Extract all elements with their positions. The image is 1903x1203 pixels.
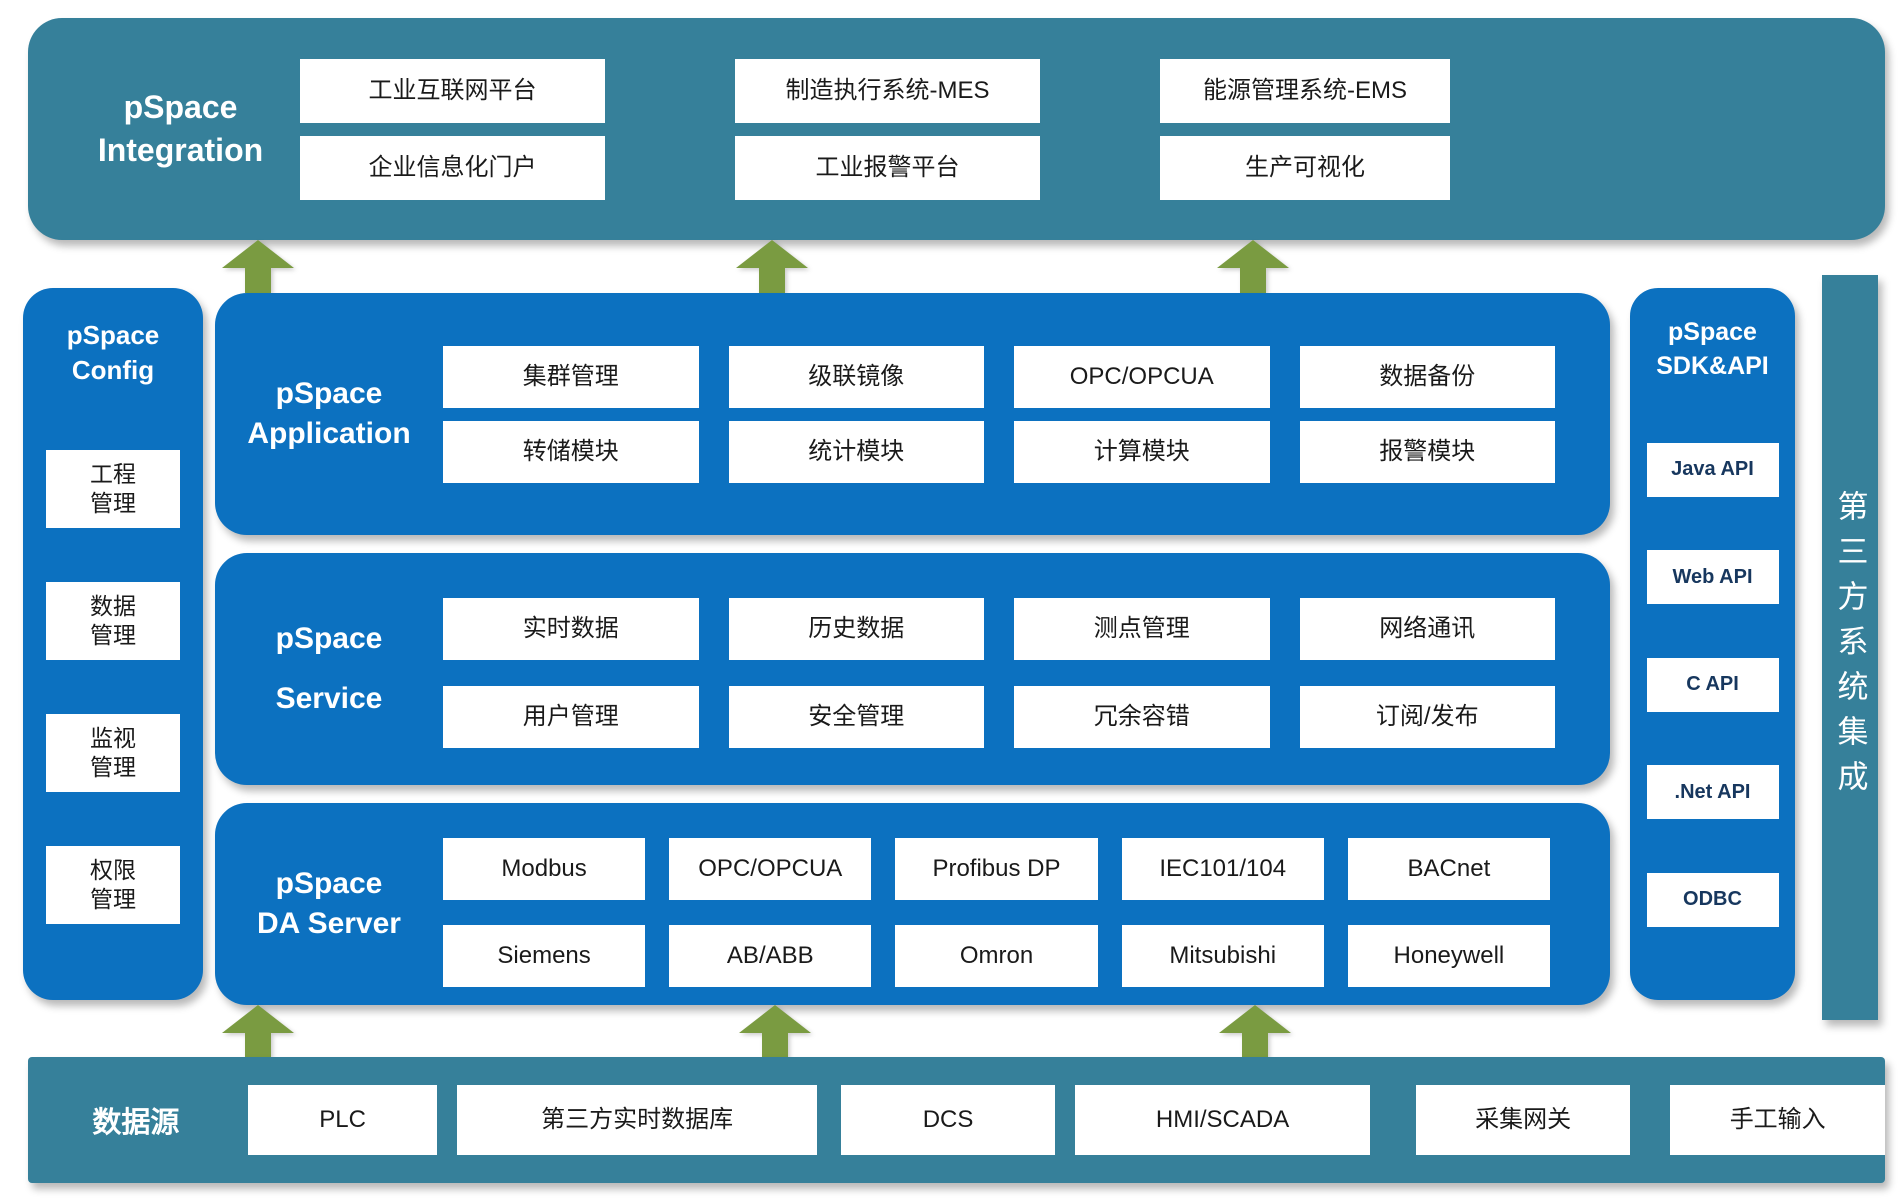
integration-box-alarm-platform: 工业报警平台 [735,135,1040,200]
config-title-line2: Config [71,355,155,386]
da-driver-iec101-104: IEC101/104 [1121,838,1324,900]
da-driver-grid: Modbus OPC/OPCUA Profibus DP IEC101/104 … [443,838,1550,1005]
integration-column: 制造执行系统-MES 工业报警平台 [735,58,1040,200]
service-module-grid: 实时数据 历史数据 测点管理 网络通讯 用户管理 安全管理 冗余容错 订阅/发布 [443,598,1555,785]
da-driver-honeywell: Honeywell [1347,925,1550,987]
sdk-api-title-line1: pSpace [1668,318,1757,346]
sdk-api-title-line2: SDK&API [1656,351,1769,380]
integration-box-industrial-internet: 工业互联网平台 [300,58,605,123]
service-module-history-data: 历史数据 [728,598,984,660]
datasource-box-plc: PLC [247,1085,438,1155]
up-arrow-icon [1217,240,1289,293]
datasource-box-collection-gateway: 采集网关 [1415,1085,1631,1155]
da-driver-modbus: Modbus [443,838,646,900]
service-block: pSpace Service 实时数据 历史数据 测点管理 网络通讯 用户管理 … [215,553,1610,785]
sdk-item-net-api: .Net API [1646,765,1779,820]
da-server-title: pSpace DA Server [215,803,443,1005]
integration-title-line2: Integration [97,132,264,168]
da-driver-profibus-dp: Profibus DP [895,838,1098,900]
sdk-item-c-api: C API [1646,657,1779,712]
datasource-box-hmi-scada: HMI/SCADA [1075,1085,1370,1155]
da-driver-omron: Omron [895,925,1098,987]
service-module-realtime-data: 实时数据 [443,598,699,660]
application-module-alarm: 报警模块 [1299,421,1555,483]
service-module-redundancy: 冗余容错 [1014,686,1270,748]
da-driver-opc-opcua: OPC/OPCUA [669,838,872,900]
application-module-grid: 集群管理 级联镜像 OPC/OPCUA 数据备份 转储模块 统计模块 计算模块 … [443,346,1555,535]
service-module-tag-management: 测点管理 [1014,598,1270,660]
application-module-dump: 转储模块 [443,421,699,483]
sdk-api-sidebar: pSpace SDK&API Java API Web API C API .N… [1630,288,1795,1000]
integration-box-production-visualization: 生产可视化 [1160,135,1450,200]
integration-column: 能源管理系统-EMS 生产可视化 [1160,58,1450,200]
integration-title-line1: pSpace [123,88,238,125]
service-title: pSpace Service [215,553,443,785]
service-module-pub-sub: 订阅/发布 [1299,686,1555,748]
up-arrow-icon [222,240,294,293]
up-arrow-icon [222,1005,294,1058]
da-driver-ab-abb: AB/ABB [669,925,872,987]
sdk-api-title: pSpace SDK&API [1630,316,1795,384]
integration-title: pSpace Integration [63,86,298,172]
config-item-list: 工程 管理 数据 管理 监视 管理 权限 管理 [23,388,203,1000]
datasource-box-dcs: DCS [840,1085,1056,1155]
application-module-opc-opcua: OPC/OPCUA [1014,346,1270,408]
third-party-integration-label: 第三方系统集成 [1832,490,1868,805]
application-title-line1: pSpace [275,376,383,410]
da-driver-bacnet: BACnet [1347,838,1550,900]
application-module-statistics: 统计模块 [728,421,984,483]
datasource-banner: 数据源 PLC 第三方实时数据库 DCS HMI/SCADA 采集网关 手工输入 [28,1057,1885,1183]
application-module-data-backup: 数据备份 [1299,346,1555,408]
datasource-box-third-party-rtdb: 第三方实时数据库 [457,1085,817,1155]
da-server-title-line1: pSpace [275,866,383,900]
application-title-line2: Application [247,417,411,450]
application-module-cascade-mirror: 级联镜像 [728,346,984,408]
service-module-network-comm: 网络通讯 [1299,598,1555,660]
da-server-title-line2: DA Server [257,907,401,940]
application-title: pSpace Application [215,293,443,535]
up-arrow-icon [1219,1005,1291,1058]
da-driver-mitsubishi: Mitsubishi [1121,925,1324,987]
service-module-user-management: 用户管理 [443,686,699,748]
application-block: pSpace Application 集群管理 级联镜像 OPC/OPCUA 数… [215,293,1610,535]
up-arrow-icon [739,1005,811,1058]
config-title: pSpace Config [23,318,203,388]
service-title-line2: Service [275,681,383,715]
config-item-permission-management: 权限 管理 [46,846,180,924]
config-item-monitor-management: 监视 管理 [46,714,180,793]
sdk-item-java-api: Java API [1646,442,1779,497]
datasource-box-manual-input: 手工输入 [1670,1085,1885,1155]
integration-banner: pSpace Integration 工业互联网平台 企业信息化门户 制造执行系… [28,18,1885,240]
service-module-security-management: 安全管理 [728,686,984,748]
config-sidebar: pSpace Config 工程 管理 数据 管理 监视 管理 权限 管理 [23,288,203,1000]
datasource-title: 数据源 [92,1107,180,1139]
third-party-integration-bar: 第三方系统集成 [1822,275,1878,1020]
service-title-line1: pSpace [275,621,383,655]
application-module-calculation: 计算模块 [1014,421,1270,483]
da-driver-siemens: Siemens [443,925,646,987]
integration-box-ems: 能源管理系统-EMS [1160,58,1450,123]
sdk-api-item-list: Java API Web API C API .Net API ODBC [1630,384,1795,1001]
config-title-line1: pSpace [66,320,160,350]
da-server-block: pSpace DA Server Modbus OPC/OPCUA Profib… [215,803,1610,1005]
up-arrow-icon [736,240,808,293]
config-item-project-management: 工程 管理 [46,450,180,529]
integration-box-mes: 制造执行系统-MES [735,58,1040,123]
application-module-cluster: 集群管理 [443,346,699,408]
sdk-item-odbc: ODBC [1646,872,1779,927]
sdk-item-web-api: Web API [1646,550,1779,605]
integration-box-enterprise-portal: 企业信息化门户 [300,135,605,200]
integration-column: 工业互联网平台 企业信息化门户 [300,58,605,200]
config-item-data-management: 数据 管理 [46,582,180,661]
